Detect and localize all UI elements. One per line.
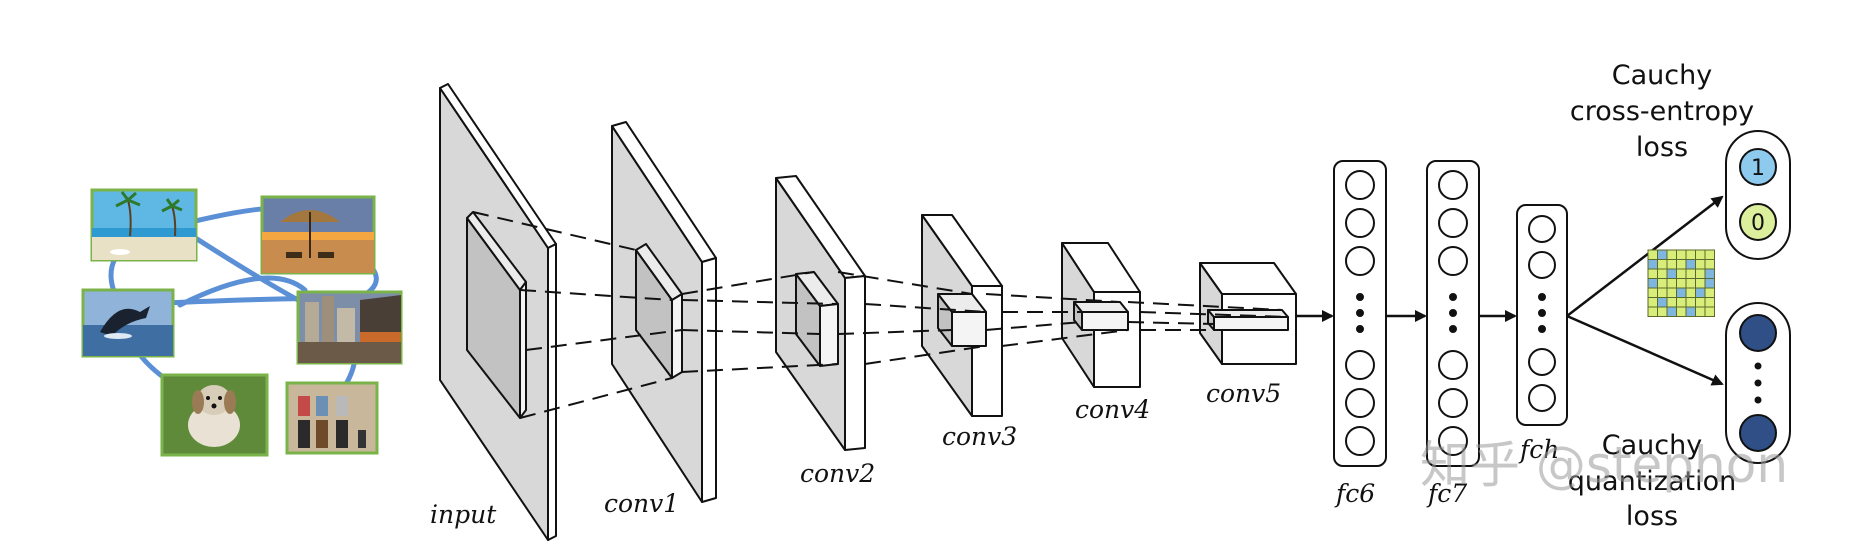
grid-cell xyxy=(1695,268,1706,279)
grid-cell xyxy=(1647,268,1658,279)
grid-cell xyxy=(1666,297,1677,308)
grid-cell xyxy=(1647,249,1658,260)
conv2-label: conv2 xyxy=(800,459,875,488)
grid-cell xyxy=(1704,297,1715,308)
grid-cell xyxy=(1685,259,1696,270)
q-loss-line3: loss xyxy=(1626,501,1678,532)
grid-cell xyxy=(1657,259,1668,270)
grid-cell xyxy=(1695,249,1706,260)
grid-cell xyxy=(1666,278,1677,289)
hash-similarity-grid xyxy=(1647,249,1715,317)
grid-cell xyxy=(1657,297,1668,308)
fc6-label: fc6 xyxy=(1334,479,1375,508)
conv1-layer xyxy=(611,121,717,503)
conv5-layer xyxy=(1199,262,1297,365)
grid-cell xyxy=(1685,306,1696,317)
grid-cell xyxy=(1657,278,1668,289)
grid-cell xyxy=(1704,278,1715,289)
conv5-label: conv5 xyxy=(1206,379,1281,408)
grid-cell xyxy=(1666,287,1677,298)
grid-cell xyxy=(1647,306,1658,317)
q-loss-line1: Cauchy xyxy=(1602,430,1702,461)
conv3-label: conv3 xyxy=(942,422,1017,451)
conv3-layer xyxy=(921,214,1003,417)
grid-cell xyxy=(1657,249,1668,260)
input-layer xyxy=(439,83,557,541)
dog-photo xyxy=(160,373,269,457)
grid-cell xyxy=(1676,297,1687,308)
fc7-label: fc7 xyxy=(1426,479,1467,508)
layer-labels: input conv1 conv2 conv3 conv4 conv5 fc6 … xyxy=(430,379,1559,529)
conv2-layer xyxy=(775,175,866,451)
grid-cell xyxy=(1647,278,1658,289)
doors-photo xyxy=(285,381,379,455)
ce-loss-line2: cross-entropy xyxy=(1570,96,1754,127)
grid-cell xyxy=(1666,249,1677,260)
flow-arrows xyxy=(1296,195,1724,386)
grid-cell xyxy=(1647,259,1658,270)
grid-cell xyxy=(1666,259,1677,270)
bit-one-label: 1 xyxy=(1751,156,1765,181)
grid-cell xyxy=(1685,297,1696,308)
whale-photo xyxy=(81,288,175,358)
receptive-field-lines xyxy=(472,211,1289,419)
grid-cell xyxy=(1666,268,1677,279)
cross-entropy-output: 1 0 xyxy=(1725,130,1791,260)
grid-cell xyxy=(1704,306,1715,317)
quant-node-bottom xyxy=(1739,414,1777,452)
bit-zero-label: 0 xyxy=(1751,211,1765,236)
quantization-output xyxy=(1725,302,1791,464)
watermark: 知乎 @stephon xyxy=(1420,436,1788,494)
grid-cell xyxy=(1685,287,1696,298)
conv1-label: conv1 xyxy=(604,489,679,518)
palm-beach-photo xyxy=(90,188,198,262)
conv4-label: conv4 xyxy=(1075,395,1150,424)
grid-cell xyxy=(1676,287,1687,298)
grid-cell xyxy=(1704,249,1715,260)
ce-loss-line1: Cauchy xyxy=(1612,60,1712,91)
grid-cell xyxy=(1685,268,1696,279)
city-street-photo xyxy=(296,290,403,365)
conv-stack xyxy=(439,83,1297,541)
grid-cell xyxy=(1695,259,1706,270)
grid-cell xyxy=(1704,268,1715,279)
grid-cell xyxy=(1676,306,1687,317)
grid-cell xyxy=(1676,249,1687,260)
grid-cell xyxy=(1676,278,1687,289)
grid-cell xyxy=(1695,306,1706,317)
conv4-layer xyxy=(1061,242,1141,388)
bit-one-node xyxy=(1739,148,1777,186)
q-loss-line2: quantization xyxy=(1568,466,1736,497)
fch-layer xyxy=(1516,204,1568,426)
input-label: input xyxy=(430,500,497,529)
grid-cell xyxy=(1647,297,1658,308)
fc7-layer xyxy=(1426,160,1480,467)
image-graph xyxy=(81,188,403,457)
grid-cell xyxy=(1676,259,1687,270)
grid-cell xyxy=(1695,287,1706,298)
fc6-layer xyxy=(1333,160,1387,467)
loss-labels: Cauchy cross-entropy loss Cauchy quantiz… xyxy=(1568,60,1754,532)
bit-zero-node xyxy=(1739,203,1777,241)
fch-label: fch xyxy=(1518,435,1559,464)
umbrella-sunset-photo xyxy=(260,195,376,275)
ce-loss-line3: loss xyxy=(1636,132,1688,163)
grid-cell xyxy=(1666,306,1677,317)
grid-cell xyxy=(1704,287,1715,298)
grid-cell xyxy=(1695,297,1706,308)
grid-cell xyxy=(1685,278,1696,289)
grid-cell xyxy=(1704,259,1715,270)
grid-cell xyxy=(1657,268,1668,279)
grid-cell xyxy=(1685,249,1696,260)
grid-cell xyxy=(1676,268,1687,279)
grid-cell xyxy=(1657,306,1668,317)
grid-cell xyxy=(1647,287,1658,298)
grid-cell xyxy=(1695,278,1706,289)
fc-layers xyxy=(1333,160,1568,467)
grid-cell xyxy=(1657,287,1668,298)
quant-node-top xyxy=(1739,314,1777,352)
